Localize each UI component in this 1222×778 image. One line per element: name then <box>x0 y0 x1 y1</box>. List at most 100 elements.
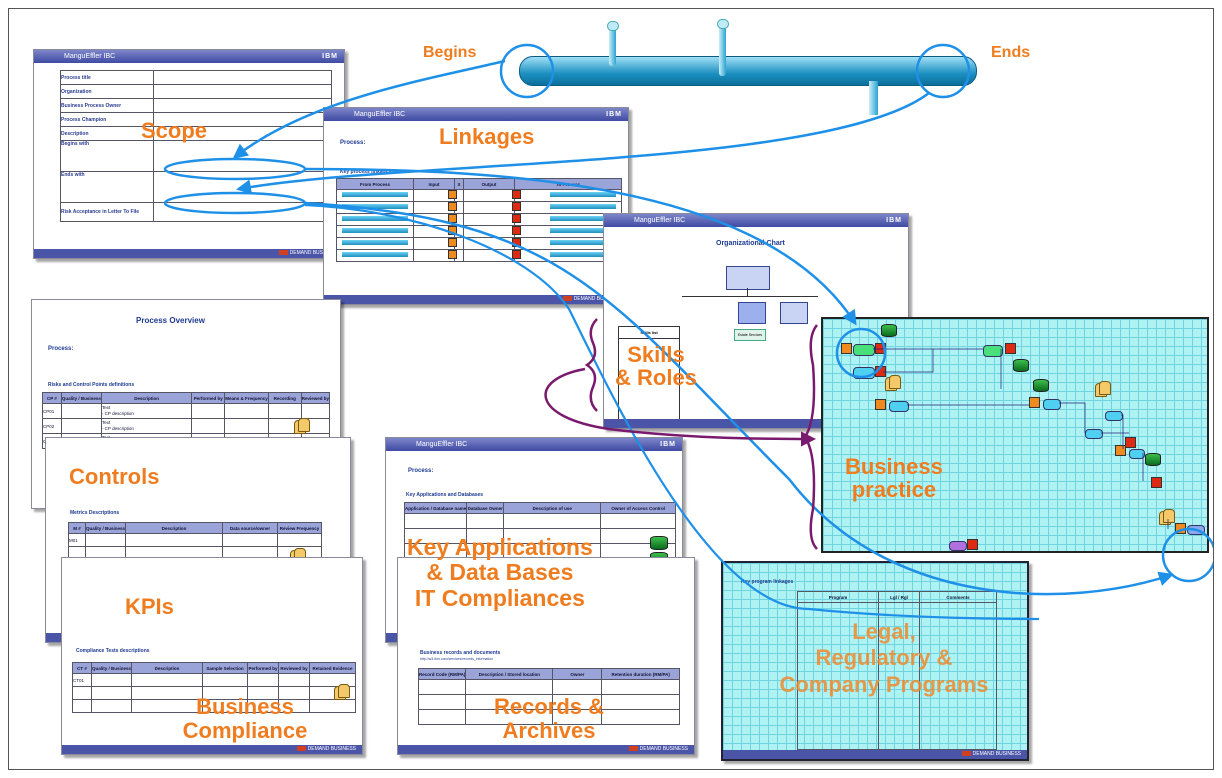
database-icon <box>1033 379 1049 392</box>
section-title: Compliance Tests descriptions <box>76 648 150 654</box>
input-box <box>448 202 457 211</box>
controls-label: Controls <box>69 464 160 489</box>
records-link[interactable]: http://w3.ibm.com/services/records_infor… <box>420 657 494 661</box>
output-box <box>967 539 978 550</box>
org-box-top <box>726 266 770 290</box>
input-box <box>448 190 457 199</box>
begins-circle <box>499 43 555 99</box>
to-process-bar <box>550 204 616 209</box>
begins-label: Begins <box>423 44 477 61</box>
ends-with-ellipse <box>163 191 307 215</box>
skills-roles-label: Skills & Roles <box>615 342 697 391</box>
slide-footer: DEMAND BUSINESS <box>62 745 362 754</box>
output-box <box>512 214 521 223</box>
ends-circle <box>915 43 971 99</box>
org-box-right <box>780 302 808 324</box>
org-connector-v <box>747 288 748 296</box>
timeline-marker-1-cap <box>607 21 619 31</box>
from-process-bar <box>342 240 408 245</box>
input-box <box>1029 397 1040 408</box>
slide-footer: DEMAND BUSINESS <box>34 249 344 258</box>
output-box <box>512 226 521 235</box>
compliance-slide: Compliance Tests descriptions CT #Qualit… <box>61 557 363 755</box>
records-archives-label: Records & Archives <box>493 694 605 744</box>
slide-footer: DEMAND BUSINESS <box>324 295 628 304</box>
process-step <box>889 401 909 412</box>
to-process-bar <box>550 228 616 233</box>
to-process-bar <box>550 192 616 197</box>
to-process-bar <box>550 240 616 245</box>
output-box <box>512 250 521 259</box>
input-box <box>448 250 457 259</box>
input-box <box>448 238 457 247</box>
process-step <box>983 345 1003 357</box>
linkages-label: Linkages <box>439 124 535 149</box>
timeline-marker-2 <box>719 26 726 76</box>
input-box <box>841 343 852 354</box>
process-label: Process: <box>340 140 366 146</box>
document-icon <box>885 375 903 391</box>
timeline-marker-1 <box>609 26 616 66</box>
business-practice-map <box>821 317 1209 553</box>
output-box <box>512 190 521 199</box>
process-step <box>1105 411 1123 421</box>
practice-end-circle <box>1161 527 1213 583</box>
process-step <box>1129 449 1145 459</box>
process-label: Process: <box>408 468 434 474</box>
section-title: Business records and documents <box>420 650 501 656</box>
section-title: Key program linkages <box>741 579 794 585</box>
section-title: Risks and Control Points definitions <box>48 382 135 388</box>
to-process-bar <box>550 216 616 221</box>
slide-footer: DEMAND BUSINESS <box>723 750 1027 759</box>
document-icon <box>334 684 352 700</box>
database-icon <box>650 536 668 550</box>
ends-label: Ends <box>991 44 1031 61</box>
process-step <box>949 541 967 551</box>
practice-start-circle <box>835 327 887 379</box>
from-process-bar <box>342 204 408 209</box>
controls-title: Process Overview <box>136 316 205 325</box>
process-step <box>853 344 875 356</box>
output-box <box>1125 437 1136 448</box>
business-compliance-label: Business Compliance <box>182 694 308 744</box>
from-process-bar <box>342 216 408 221</box>
timeline-marker-2-cap <box>717 19 729 29</box>
connector-arrows <box>163 43 1213 621</box>
legal-label: Legal, Regulatory & Company Programs <box>779 619 989 697</box>
database-icon <box>1145 453 1161 466</box>
database-icon <box>881 324 897 337</box>
database-icon <box>1013 359 1029 372</box>
timeline-pipe <box>519 56 977 86</box>
section-title: Metrics Descriptions <box>70 510 120 516</box>
from-process-bar <box>342 228 408 233</box>
from-process-bar <box>342 192 408 197</box>
timeline-marker-3 <box>869 81 878 115</box>
from-process-bar <box>342 252 408 257</box>
output-box <box>1151 477 1162 488</box>
section-title: Key Applications and Databases <box>406 492 484 498</box>
output-box <box>1005 343 1016 354</box>
output-box <box>512 202 521 211</box>
process-step <box>1085 429 1103 439</box>
records-slide: Business records and documents http://w3… <box>397 557 695 755</box>
scope-label: Scope <box>141 118 208 143</box>
to-process-bar <box>550 252 616 257</box>
org-box-sub: Estate Services <box>734 329 766 341</box>
scope-table: Process title Organization Business Proc… <box>60 70 332 222</box>
input-box <box>875 399 886 410</box>
business-practice-label: Business practice <box>845 454 943 503</box>
section-title: Key process linkages <box>340 169 392 175</box>
input-box <box>1115 445 1126 456</box>
document-icon <box>294 418 312 434</box>
process-step <box>1043 399 1061 410</box>
process-label: Process: <box>48 346 74 352</box>
